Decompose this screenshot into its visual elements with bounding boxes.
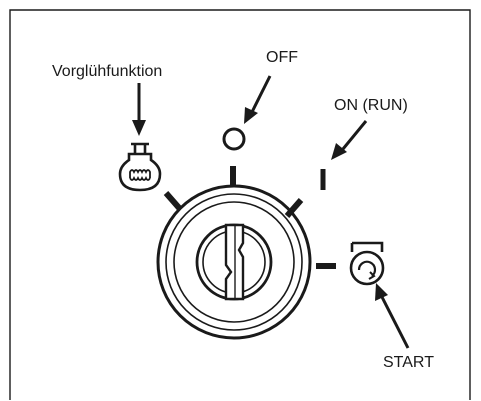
position-ticks: [163, 166, 336, 269]
arrow-glow: [132, 83, 146, 136]
switch-outer-ring: [156, 184, 312, 340]
label-off: OFF: [266, 49, 298, 66]
label-start: START: [383, 354, 434, 371]
switch-middle-ring: [165, 193, 303, 331]
off-circle-icon: [222, 127, 246, 151]
arrow-off: [244, 75, 272, 124]
label-vorgluehfunktion: Vorglühfunktion: [52, 63, 163, 80]
glow-plug-coil-icon: [118, 142, 162, 192]
label-on-run: ON (RUN): [334, 97, 408, 114]
frame: [9, 9, 471, 400]
switch-inner-ring: [173, 201, 295, 323]
tick-glow: [163, 191, 183, 211]
arrow-start: [375, 283, 410, 349]
tick-on: [284, 198, 304, 218]
arrow-on: [331, 120, 368, 160]
pointer-arrows: [132, 75, 410, 349]
start-rotation-icon: [349, 241, 385, 286]
ignition-key-icon: [224, 223, 245, 301]
